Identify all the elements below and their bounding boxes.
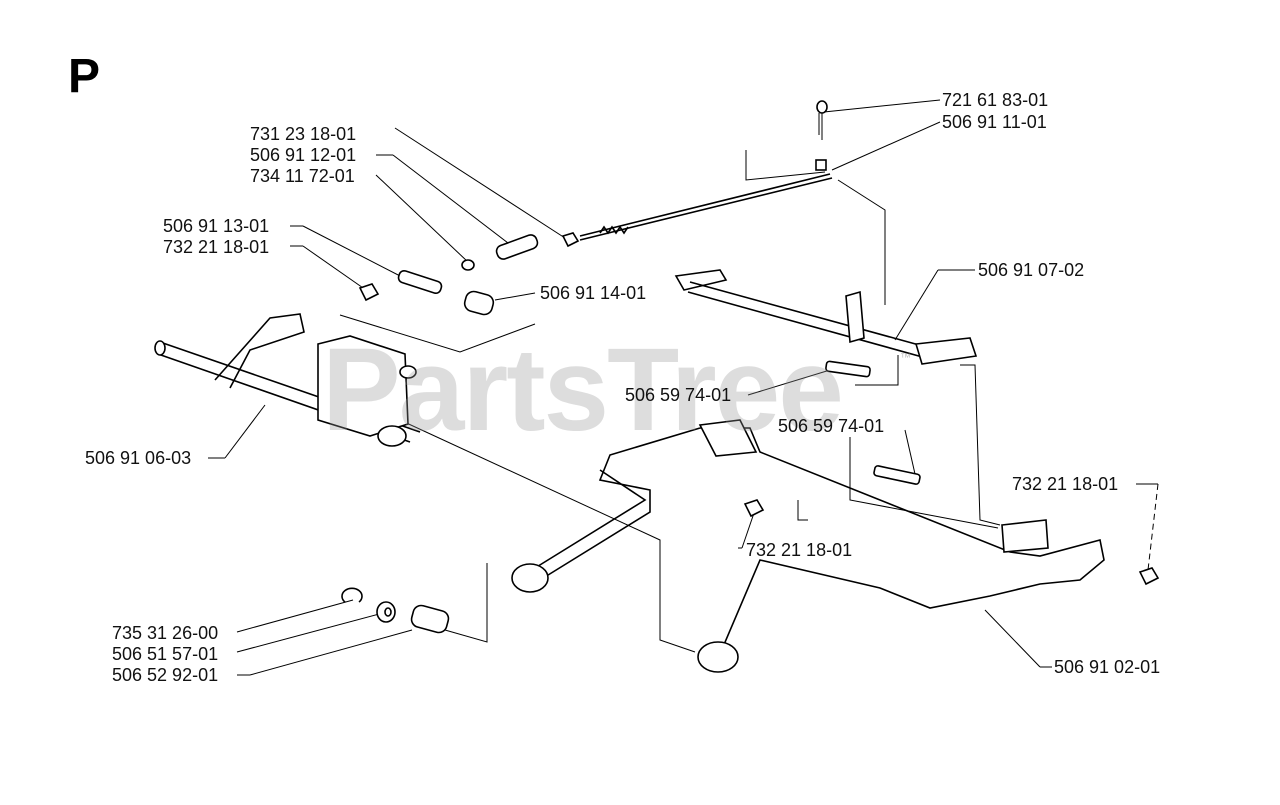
hardware-parts <box>341 100 1160 634</box>
nut-icon <box>1138 567 1160 586</box>
washer-icon <box>461 259 475 271</box>
part-label-735-31-26-00[interactable]: 735 31 26-00 <box>112 623 219 643</box>
spacer-icon <box>495 234 539 260</box>
circlip-icon <box>341 587 363 603</box>
part-label-506-91-13-01[interactable]: 506 91 13-01 <box>163 216 270 236</box>
part-label-734-11-72-01[interactable]: 734 11 72-01 <box>250 166 355 186</box>
part-label-506-52-92-01[interactable]: 506 52 92-01 <box>112 665 219 685</box>
linkage-arm <box>674 269 978 365</box>
part-label-506-51-57-01[interactable]: 506 51 57-01 <box>112 644 219 664</box>
watermark-tm: ™ <box>900 352 911 364</box>
bolt-icon <box>873 465 921 485</box>
part-label-506-59-74-01-b[interactable]: 506 59 74-01 <box>778 416 885 436</box>
bolt-icon <box>825 360 871 378</box>
part-label-721-61-83-01[interactable]: 721 61 83-01 <box>942 90 1049 110</box>
main-frame <box>511 419 1105 673</box>
part-label-506-91-02-01[interactable]: 506 91 02-01 <box>1054 657 1161 677</box>
tie-rod <box>579 173 833 241</box>
bushing-icon <box>410 604 450 634</box>
part-label-506-91-14-01[interactable]: 506 91 14-01 <box>540 283 647 303</box>
nut-icon <box>358 283 380 302</box>
section-letter: P <box>68 50 101 103</box>
part-label-506-91-12-01[interactable]: 506 91 12-01 <box>250 145 357 165</box>
part-label-732-21-18-01-b[interactable]: 732 21 18-01 <box>1012 474 1119 494</box>
cotter-pin-icon <box>816 100 828 114</box>
part-label-732-21-18-01-c[interactable]: 732 21 18-01 <box>746 540 853 560</box>
pin-icon <box>397 269 443 295</box>
part-label-732-21-18-01[interactable]: 732 21 18-01 <box>163 237 270 257</box>
nut-icon <box>743 499 765 518</box>
clip-icon <box>815 159 827 171</box>
watermark: PartsTree <box>322 324 844 456</box>
nut-icon <box>561 232 580 248</box>
part-label-731-23-18-01[interactable]: 731 23 18-01 <box>250 124 357 144</box>
part-label-506-91-06-03[interactable]: 506 91 06-03 <box>85 448 192 468</box>
front-axle <box>154 313 421 447</box>
leader-lines <box>208 99 1159 676</box>
bushing-icon <box>463 290 495 316</box>
part-label-506-91-07-02[interactable]: 506 91 07-02 <box>978 260 1085 280</box>
part-label-506-59-74-01[interactable]: 506 59 74-01 <box>625 385 732 405</box>
part-label-506-91-11-01[interactable]: 506 91 11-01 <box>942 112 1047 132</box>
